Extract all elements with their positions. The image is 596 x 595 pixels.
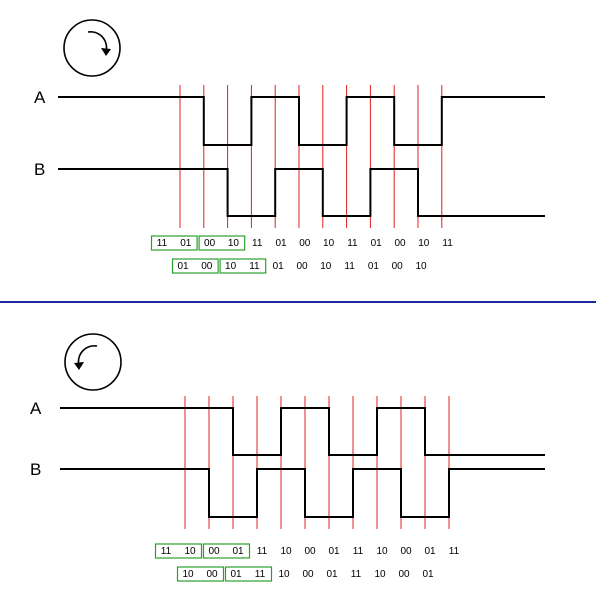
- state-code-row2: 11: [344, 261, 355, 272]
- state-code-row2: 01: [422, 569, 434, 580]
- state-code-row2: 01: [326, 569, 338, 580]
- state-codes: 11 10 00 01 11 10 00 01 11 10 00 01 11 10 00 01 11 10 00 01…: [154, 543, 460, 582]
- state-code-row2: 01: [177, 261, 189, 272]
- state-code-row2: 00: [392, 261, 404, 272]
- code-pair-box: [219, 258, 267, 274]
- state-code-row1: 11: [161, 546, 172, 557]
- state-code-row1: 01: [371, 238, 383, 249]
- state-code-row2: 10: [374, 569, 386, 580]
- state-code-row2: 10: [278, 569, 290, 580]
- state-code-row2: 11: [351, 569, 362, 580]
- waveform-a: [60, 407, 545, 456]
- code-pair-box: [150, 235, 198, 251]
- state-code-row2: 00: [302, 569, 314, 580]
- state-code-row1: 00: [204, 238, 216, 249]
- state-code-row1: 11: [353, 546, 364, 557]
- state-code-row2: 00: [206, 569, 218, 580]
- state-code-row1: 00: [304, 546, 316, 557]
- state-code-row2: 10: [225, 261, 237, 272]
- state-code-row1: 00: [394, 238, 406, 249]
- code-pair-box: [176, 566, 225, 582]
- state-code-row1: 00: [208, 546, 220, 557]
- state-code-row1: 01: [275, 238, 287, 249]
- state-code-row2: 10: [182, 569, 194, 580]
- state-code-row1: 01: [424, 546, 436, 557]
- state-code-row1: 10: [228, 238, 240, 249]
- state-code-row1: 01: [328, 546, 340, 557]
- clockwise-arrow-icon: [63, 19, 121, 77]
- state-code-row2: 01: [368, 261, 380, 272]
- state-code-row1: 00: [400, 546, 412, 557]
- state-code-row2: 01: [230, 569, 242, 580]
- state-code-row1: 10: [323, 238, 335, 249]
- state-code-row1: 01: [232, 546, 244, 557]
- counterclockwise-arrow-icon: [64, 333, 122, 391]
- signal-label-a: A: [34, 88, 46, 107]
- state-code-row1: 11: [442, 238, 453, 249]
- state-code-row1: 00: [299, 238, 311, 249]
- state-code-row1: 10: [280, 546, 292, 557]
- signal-label-b: B: [30, 460, 41, 479]
- waveform-b: [58, 168, 545, 217]
- state-code-row2: 01: [273, 261, 285, 272]
- state-code-row1: 11: [347, 238, 358, 249]
- state-code-row2: 11: [249, 261, 260, 272]
- state-code-row2: 10: [320, 261, 332, 272]
- code-pair-box: [198, 235, 246, 251]
- state-code-row2: 00: [296, 261, 308, 272]
- state-code-row1: 11: [252, 238, 263, 249]
- state-code-row1: 11: [449, 546, 460, 557]
- code-pair-box: [202, 543, 251, 559]
- waveform-a: [58, 96, 545, 146]
- state-code-row1: 10: [376, 546, 388, 557]
- state-codes: 11 01 00 10 11 01 00 10 11 01 00 10 11 01 00 10 11 01 00 10…: [150, 235, 453, 274]
- code-pair-box: [154, 543, 203, 559]
- clockwise-panel: A B 11 01 00 10 11 01 00 10 11 01 00 10 11 01 00 10 11 01 00…: [34, 19, 545, 274]
- state-code-row1: 11: [157, 238, 168, 249]
- code-pair-box: [224, 566, 273, 582]
- state-code-row2: 00: [201, 261, 213, 272]
- state-code-row1: 01: [180, 238, 192, 249]
- state-code-row2: 11: [255, 569, 266, 580]
- state-code-row2: 00: [398, 569, 410, 580]
- state-code-row2: 10: [415, 261, 427, 272]
- signal-label-a: A: [30, 399, 42, 418]
- state-code-row1: 10: [418, 238, 430, 249]
- state-code-row1: 10: [184, 546, 196, 557]
- waveform-b: [60, 468, 545, 518]
- counterclockwise-panel: A B 11 10 00 01 11 10 00 01 11 10 00 01 11 10 00 01 11 10 00…: [30, 333, 545, 582]
- state-code-row1: 11: [257, 546, 268, 557]
- signal-label-b: B: [34, 160, 45, 179]
- code-pair-box: [171, 258, 219, 274]
